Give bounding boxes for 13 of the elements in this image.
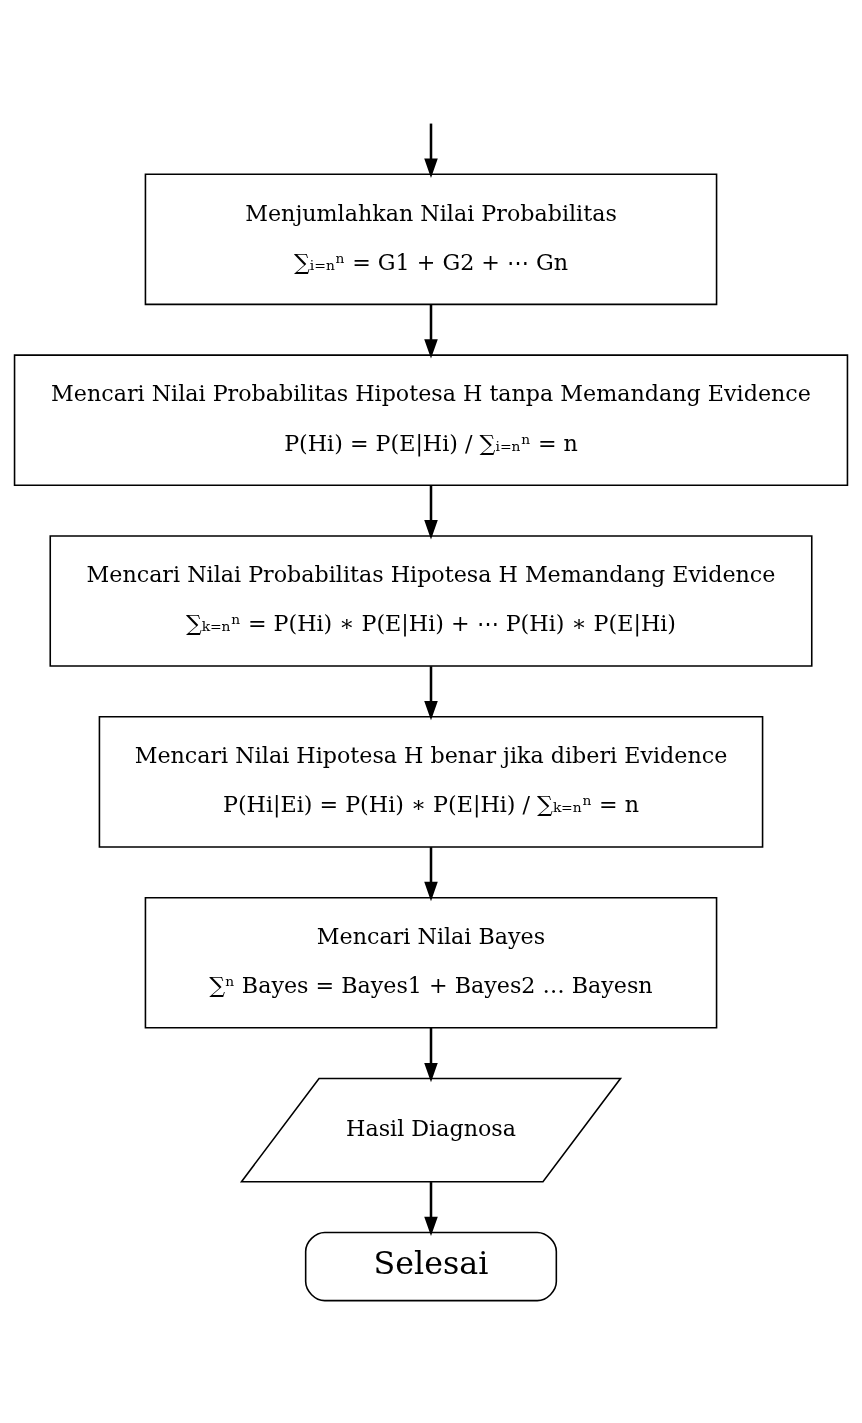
arrow — [424, 847, 438, 902]
node-box: Menjumlahkan Nilai Probabilitas ∑ᵢ₌ₙⁿ = G1 + G2 + ⋯ Gn — [144, 173, 718, 306]
arrow — [424, 304, 438, 359]
node-box: Selesai — [304, 1231, 558, 1302]
node-box: Mencari Nilai Probabilitas Hipotesa H tanpa Memandang Evidence P(Hi) = P(E|Hi) / ∑ᵢ₌ₙⁿ = n — [13, 354, 849, 486]
arrow — [424, 1182, 438, 1237]
arrow — [424, 1027, 438, 1083]
arrow — [424, 123, 438, 178]
arrow — [424, 485, 438, 540]
node-box: Mencari Nilai Bayes ∑ⁿ Bayes = Bayes1 + Bayes2 … Bayesn — [144, 896, 718, 1029]
node-box: Mencari Nilai Probabilitas Hipotesa H Memandang Evidence ∑ₖ₌ₙⁿ = P(Hi) ∗ P(E|Hi) + ⋯ P(Hi) ∗ P(E|Hi) — [49, 535, 813, 667]
arrow — [424, 666, 438, 721]
node-box: Mencari Nilai Hipotesa H benar jika diberi Evidence P(Hi|Ei) = P(Hi) ∗ P(E|Hi) / ∑ₖ₌ₙⁿ = n — [98, 716, 764, 848]
